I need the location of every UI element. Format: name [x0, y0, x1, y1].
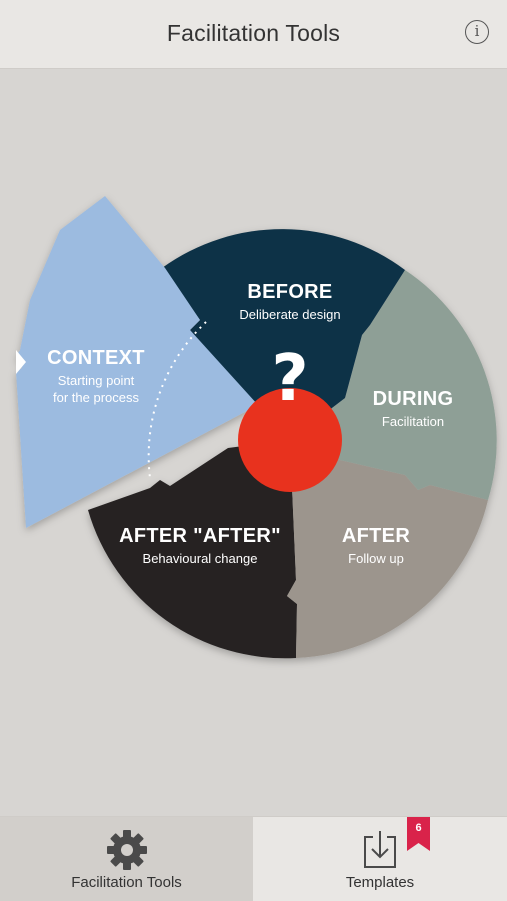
phase-wheel [16, 196, 497, 659]
segment-after-text: AFTER Follow up [326, 525, 426, 567]
badge-ribbon [407, 817, 430, 851]
segment-during-title: DURING [372, 388, 454, 410]
context-notch [16, 350, 26, 374]
tab-facilitation-tools-label: Facilitation Tools [71, 874, 182, 891]
center-circle[interactable] [238, 388, 342, 492]
wheel-stage: BEFORE Deliberate design DURING Facilita… [0, 68, 507, 816]
segment-after-subtitle: Follow up [348, 551, 404, 566]
segment-after[interactable] [287, 440, 488, 658]
tab-bar: Facilitation Tools Templates 6 [0, 816, 507, 901]
templates-badge-count: 6 [415, 822, 422, 834]
segment-after-after-title: AFTER "AFTER" [119, 525, 281, 547]
segment-context[interactable] [16, 196, 258, 528]
tab-templates-label: Templates [345, 874, 415, 891]
segment-context-subtitle-2: for the process [53, 390, 139, 405]
segment-after-title: AFTER [341, 525, 411, 547]
segment-context-subtitle-1: Starting point [57, 373, 135, 388]
segment-after-after-subtitle: Behavioural change [142, 551, 258, 566]
segment-during-subtitle: Facilitation [381, 414, 445, 429]
segment-before-text: BEFORE Deliberate design [205, 281, 375, 323]
segment-during-text: DURING Facilitation [358, 388, 468, 430]
download-tray-icon [364, 831, 396, 868]
tab-templates[interactable]: Templates [253, 817, 507, 901]
center-question-mark[interactable]: ? [271, 342, 309, 416]
templates-badge: 6 [407, 817, 430, 851]
segment-after-after[interactable] [88, 440, 297, 659]
tab-facilitation-tools[interactable]: Facilitation Tools [0, 817, 253, 901]
segment-before-title: BEFORE [247, 281, 333, 303]
segment-before-subtitle: Deliberate design [239, 307, 341, 322]
segment-context-title: CONTEXT [47, 347, 145, 369]
segment-after-after-text: AFTER "AFTER" Behavioural change [110, 525, 290, 567]
info-icon[interactable]: i [465, 20, 489, 44]
segment-context-text: CONTEXT Starting point for the process [35, 347, 157, 406]
gear-icon [106, 830, 147, 870]
context-dotted-arc [147, 321, 207, 479]
page-title: Facilitation Tools [166, 20, 341, 46]
segment-before[interactable] [162, 229, 405, 440]
header-bar: Facilitation Tools i [0, 0, 507, 69]
